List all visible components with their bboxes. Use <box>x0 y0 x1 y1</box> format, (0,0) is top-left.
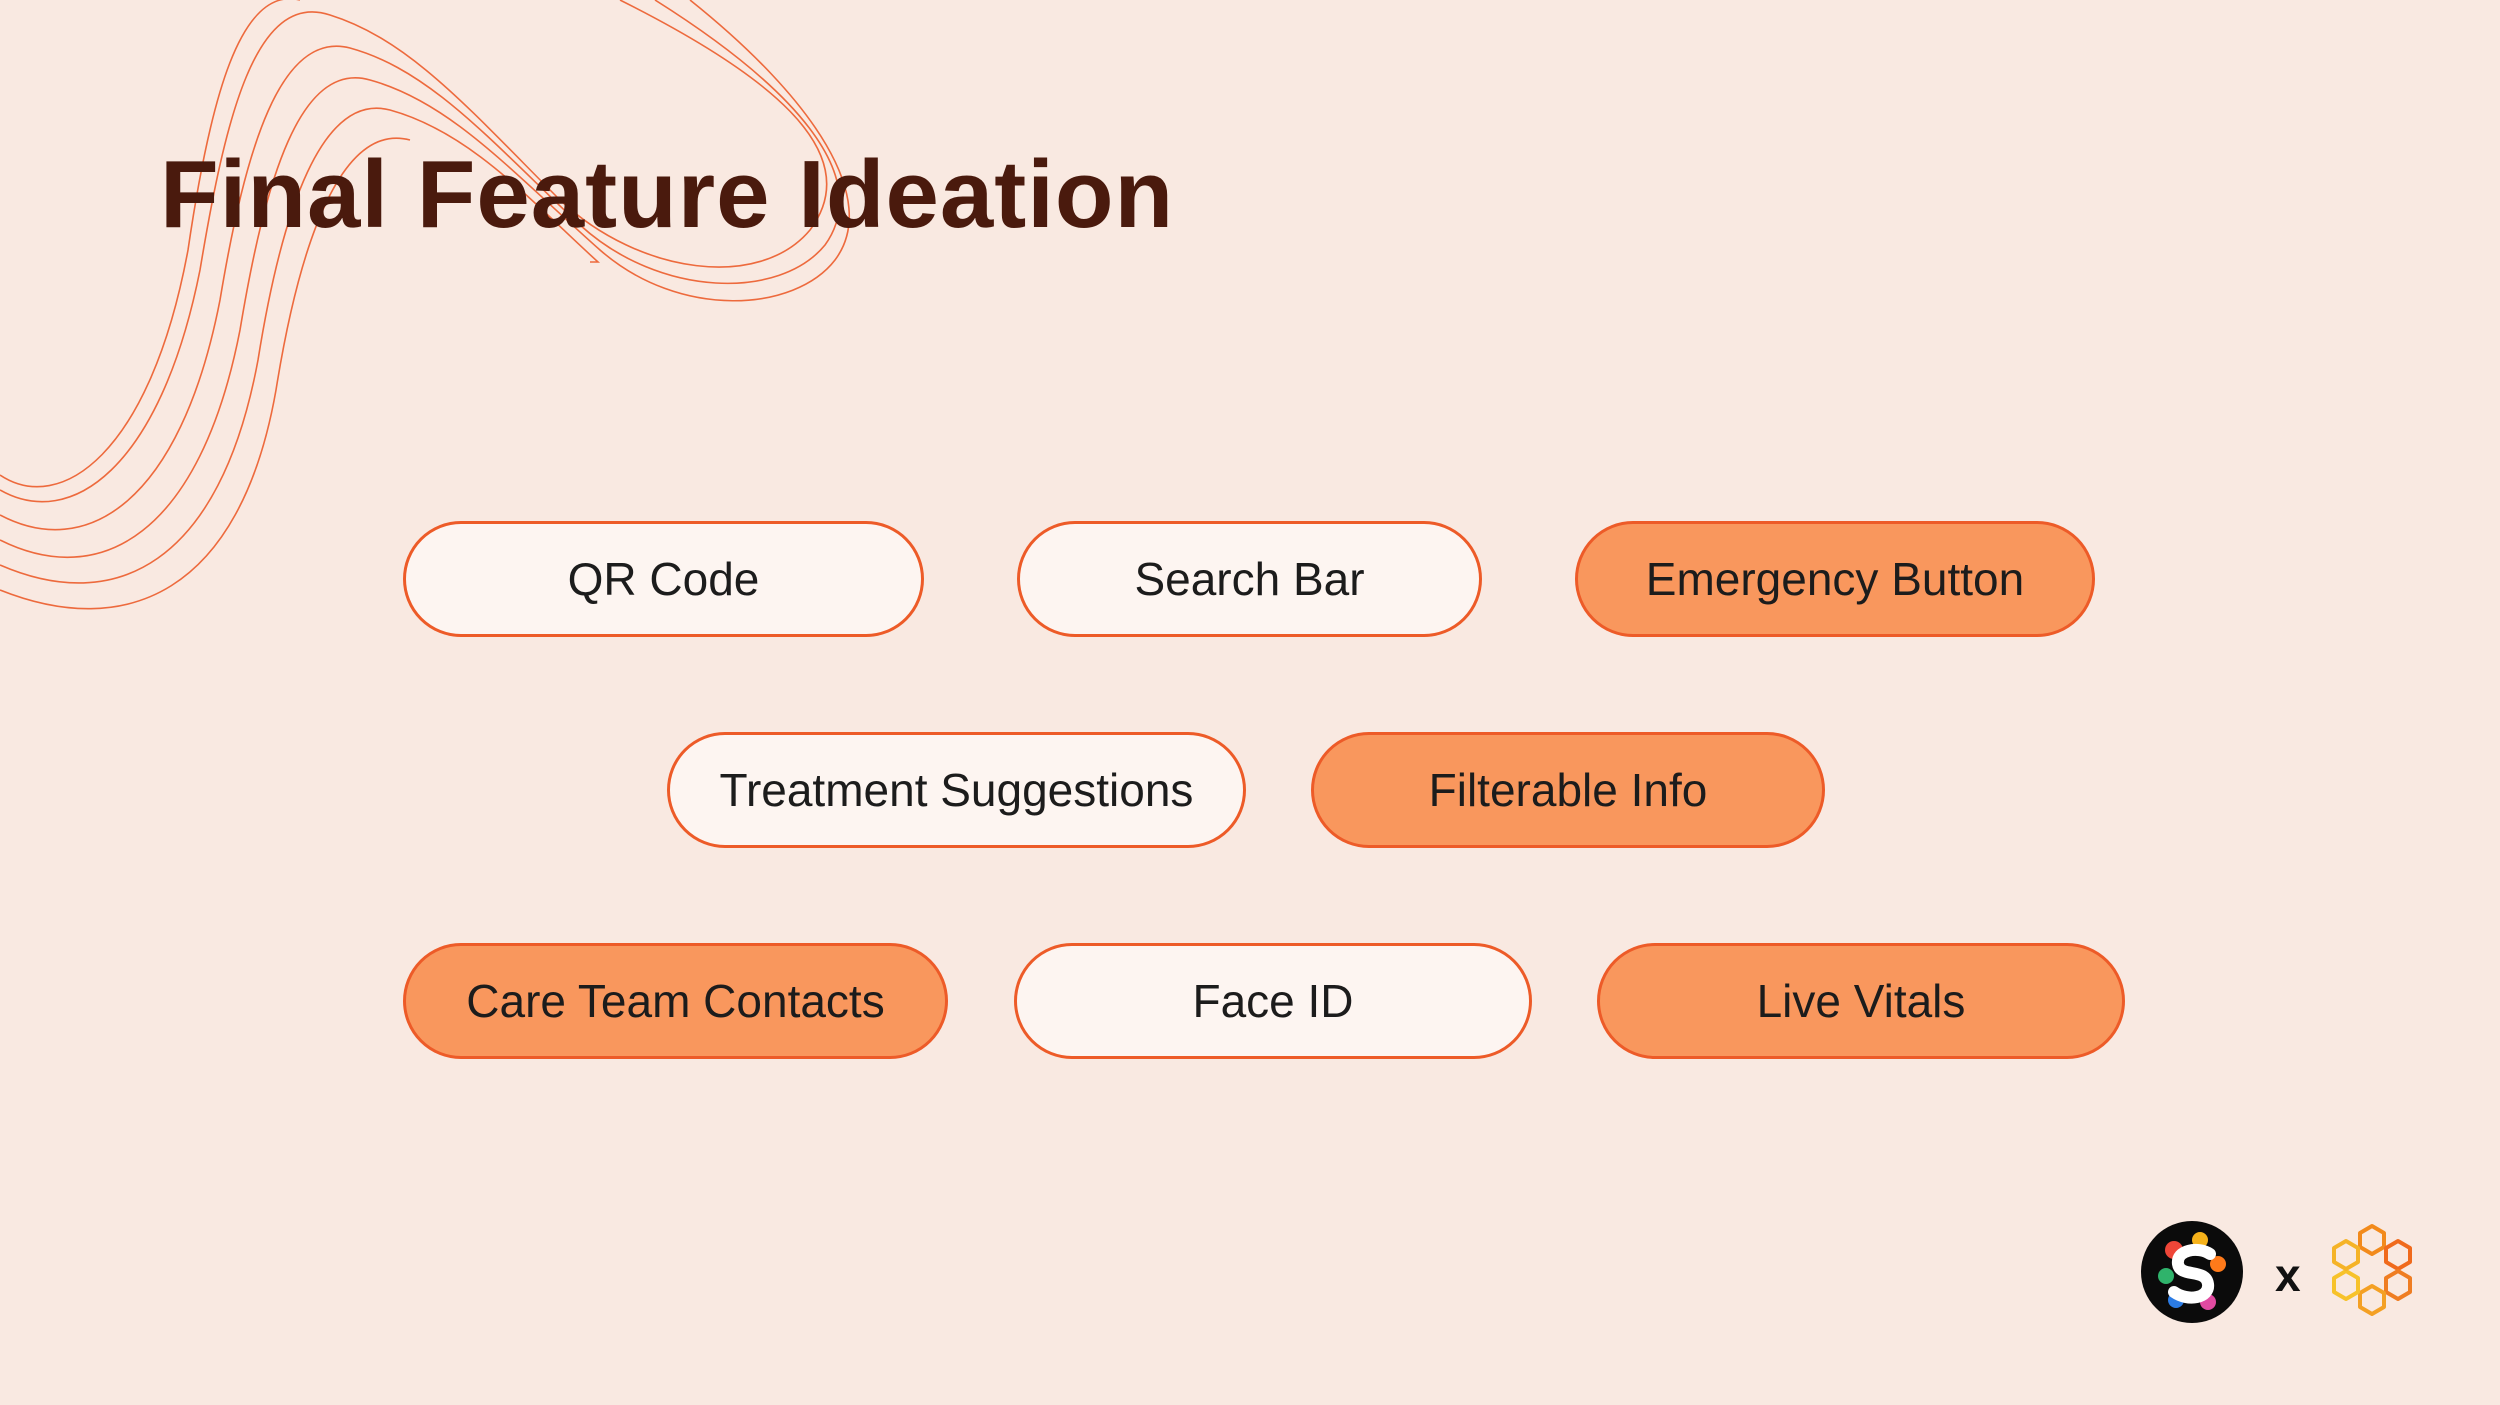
feature-pill-face-id: Face ID <box>1014 943 1532 1059</box>
logo-separator: x <box>2275 1249 2301 1301</box>
feature-pill-live-vitals: Live Vitals <box>1597 943 2125 1059</box>
hexagon-ring-logo-icon <box>2332 1224 2412 1316</box>
slide-title: Final Feature Ideation <box>160 141 1175 248</box>
feature-pill-treatment-suggestions: Treatment Suggestions <box>667 732 1246 848</box>
feature-pill-emergency-button: Emergency Button <box>1575 521 2095 637</box>
decorative-swirl-lines <box>0 0 851 610</box>
feature-pill-qr-code: QR Code <box>403 521 924 637</box>
feature-pill-search-bar: Search Bar <box>1017 521 1482 637</box>
feature-pill-care-team-contacts: Care Team Contacts <box>403 943 948 1059</box>
feature-pill-filterable-info: Filterable Info <box>1311 732 1825 848</box>
s-mark-logo-icon <box>2141 1221 2243 1323</box>
